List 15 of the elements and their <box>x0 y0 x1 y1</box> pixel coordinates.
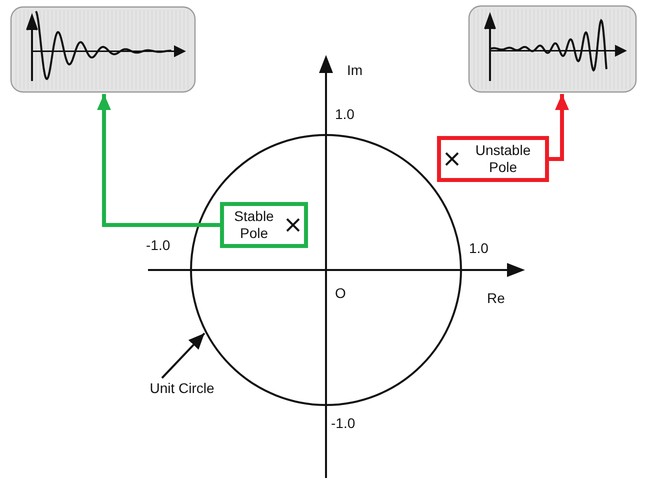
tick-label: -1.0 <box>146 237 170 253</box>
pole-label-box <box>437 136 549 182</box>
pole-label-box <box>220 202 308 248</box>
tick-label: 1.0 <box>335 106 354 122</box>
arrow <box>549 94 569 161</box>
pole-label: Unstable Pole <box>474 142 532 176</box>
pole-label: Stable Pole <box>233 208 275 242</box>
annotation-text: Unit Circle <box>148 380 216 397</box>
origin-label: O <box>335 285 346 301</box>
axis-label: Re <box>487 290 505 306</box>
leader-line <box>161 332 206 379</box>
tick-label: 1.0 <box>469 240 488 256</box>
axis-label: Im <box>347 62 363 78</box>
arrow <box>97 94 220 227</box>
tick-label: -1.0 <box>331 415 356 431</box>
